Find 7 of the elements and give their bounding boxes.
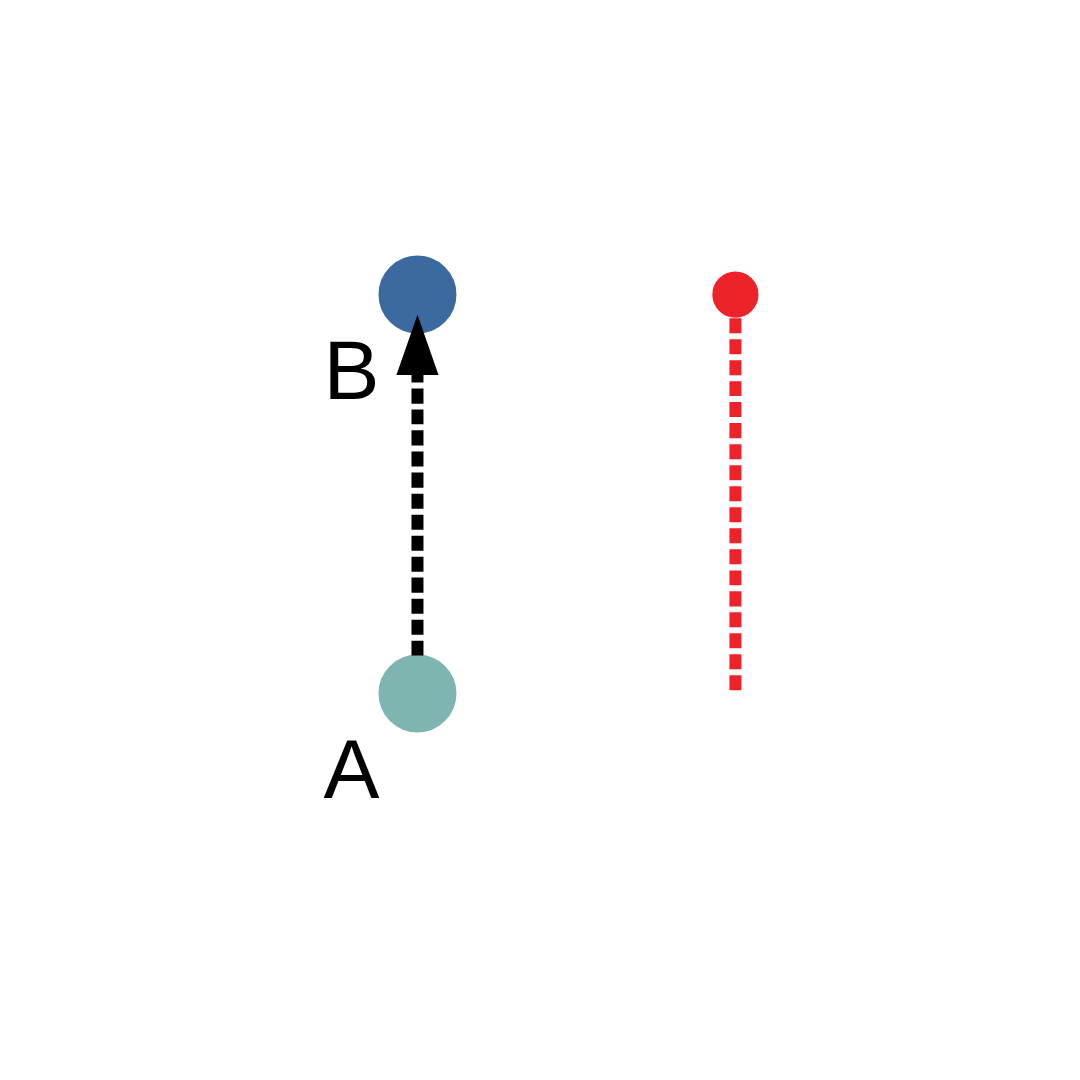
- node-circle: [378, 653, 457, 732]
- arrow: [396, 314, 439, 656]
- connector: [729, 316, 742, 690]
- node-circle: [378, 255, 457, 334]
- node-label: B: [323, 322, 380, 417]
- node-label: A: [323, 721, 380, 816]
- node-cross: [712, 270, 759, 318]
